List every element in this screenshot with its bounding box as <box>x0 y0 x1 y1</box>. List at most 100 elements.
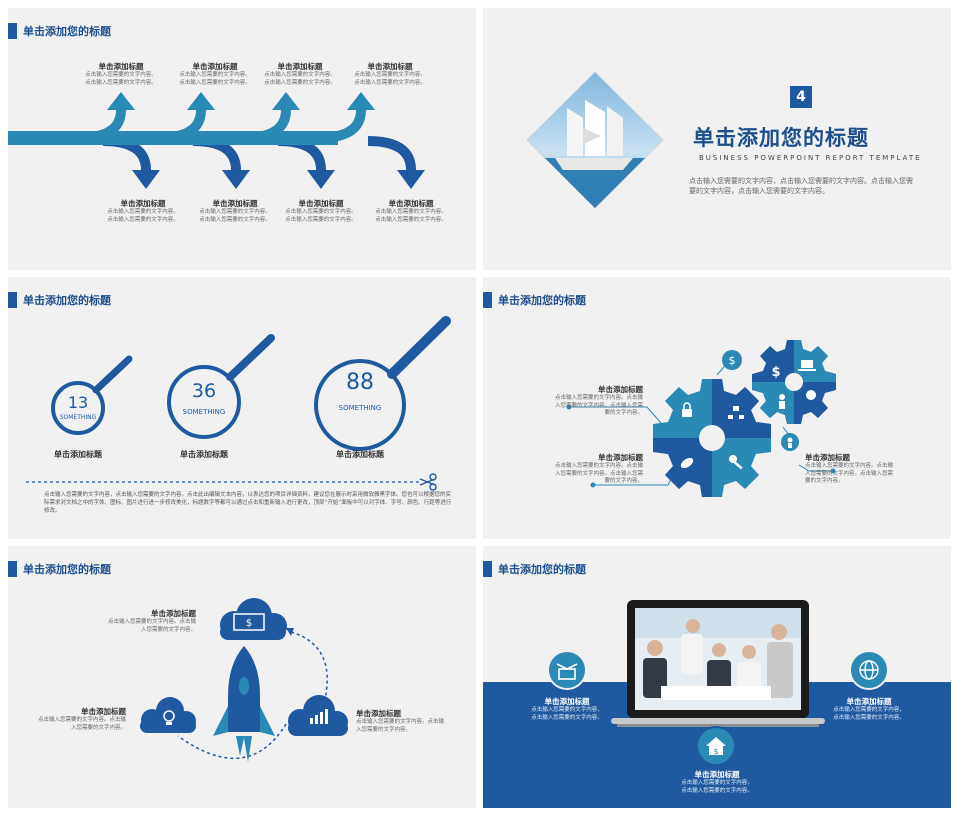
section-number: 4 <box>790 86 812 108</box>
arrow-flow-graphic <box>8 92 425 189</box>
person-body <box>779 401 785 409</box>
globe-glyph <box>859 660 879 680</box>
box-glyph <box>556 663 578 680</box>
magnifier-graphic <box>26 316 451 491</box>
laptop-team-photo <box>611 600 825 727</box>
org-chart-icon <box>733 406 739 411</box>
slide-laptop[interactable]: 单击添加您的标题 $ 单击添加标题点击输入您需要的文字内容，点击输入您需要 <box>483 546 951 808</box>
slide-header: 单击添加您的标题 <box>8 22 111 39</box>
top-item-4: 单击添加标题点击输入您需要的文字内容。点击输入您需要的文字内容。 <box>354 62 426 86</box>
house-dollar-glyph: $ <box>713 747 718 756</box>
slide-title: 单击添加您的标题 <box>23 24 111 38</box>
box-icon <box>547 650 587 690</box>
dollar-icon <box>722 350 742 370</box>
slide-title: 单击添加您的标题 <box>23 293 111 307</box>
dashed-cycle <box>177 631 328 759</box>
person-icon <box>779 394 785 400</box>
slide-magnifiers[interactable]: 单击添加您的标题 13 SOMETHING 36 SOMETHING 88 SO… <box>8 277 476 539</box>
bottom-item-1: 单击添加标题点击输入您需要的文字内容。点击输入您需要的文字内容。 <box>107 199 179 223</box>
slide-title: 单击添加您的标题 <box>498 293 586 307</box>
down-arrowheads <box>132 170 425 189</box>
up-arrowheads <box>107 92 375 110</box>
big-gear <box>653 379 771 497</box>
cover-title: 单击添加您的标题 <box>693 126 869 150</box>
cover-description: 点击输入您需要的文字内容，点击输入您需要的文字内容。点击输入您需要的文字内容，点… <box>689 177 913 195</box>
banknote-icon <box>233 613 265 631</box>
lock-shackle <box>683 402 691 409</box>
stat-label: SOMETHING <box>338 404 382 412</box>
slide-gears[interactable]: 单击添加您的标题 $ <box>483 277 951 539</box>
header-bar <box>483 291 492 308</box>
laptop-item-2: 单击添加标题点击输入您需要的文字内容，点击输入您需要的文字内容。 <box>833 697 905 721</box>
bar-chart-icon <box>310 709 328 724</box>
magnifier-3-title: 单击添加标题 <box>336 450 384 459</box>
scissors-icon <box>419 473 437 491</box>
bottom-item-3: 单击添加标题点击输入您需要的文字内容。点击输入您需要的文字内容。 <box>285 199 357 223</box>
slide-header: 单击添加您的标题 <box>483 291 586 308</box>
down-arrows <box>102 136 416 171</box>
leaf-icon <box>680 457 694 469</box>
stat-label: SOMETHING <box>59 414 97 421</box>
banknote-glyph: $ <box>246 618 252 629</box>
lock-icon <box>682 409 692 417</box>
bottom-item-2: 单击添加标题点击输入您需要的文字内容。点击输入您需要的文字内容。 <box>199 199 271 223</box>
ship-photo <box>526 71 664 209</box>
slide-cover[interactable]: 4 单击添加您的标题 BUSINESS POWERPOINT REPORT TE… <box>483 8 951 270</box>
slide-header: 单击添加您的标题 <box>8 560 111 577</box>
cycle-arrowhead <box>286 628 294 636</box>
slide-rocket[interactable]: 单击添加您的标题 $ 单击添加标题点击输入您需要的文字内容。点击输入您需 <box>8 546 476 808</box>
rocket-item-3: 单击添加标题点击输入您需要的文字内容。点击输入您需要的文字内容。 <box>356 709 445 733</box>
stat-value: 88 <box>346 370 374 395</box>
dollar-glyph: $ <box>729 354 736 367</box>
lightbulb-icon <box>163 710 175 722</box>
cover-subtitle: BUSINESS POWERPOINT REPORT TEMPLATE <box>699 154 922 162</box>
laptop-icon <box>801 360 813 368</box>
laptop-item-1: 单击添加标题点击输入您需要的文字内容，点击输入您需要的文字内容。 <box>531 697 603 721</box>
house-glyph <box>706 737 726 755</box>
top-item-3: 单击添加标题点击输入您需要的文字内容。点击输入您需要的文字内容。 <box>264 62 336 86</box>
stat-value: 13 <box>67 393 89 412</box>
lightbulb-base <box>166 722 172 725</box>
header-bar <box>8 560 17 577</box>
gear-item-1: 单击添加标题点击输入您需要的文字内容。点击输入您需要的文字内容。点击输入您需要的… <box>554 385 643 416</box>
gear-dollar-glyph: $ <box>771 365 780 380</box>
header-bar <box>8 291 17 308</box>
header-bar <box>483 560 492 577</box>
slide-header: 单击添加您的标题 <box>483 560 586 577</box>
small-gear <box>752 340 836 424</box>
rocket-graphic: $ <box>140 598 348 762</box>
lightbulb-cloud-icon <box>140 697 196 733</box>
stat-label: SOMETHING <box>182 408 226 416</box>
rocket-item-2: 单击添加标题点击输入您需要的文字内容。点击输入您需要的文字内容。 <box>37 707 126 731</box>
org-node-right <box>739 415 744 419</box>
up-arrows <box>77 109 366 143</box>
money-cloud-icon <box>220 598 287 640</box>
bottom-item-4: 单击添加标题点击输入您需要的文字内容。点击输入您需要的文字内容。 <box>375 199 447 223</box>
gear-icons: $ <box>680 360 816 470</box>
gear-item-3: 单击添加标题点击输入您需要的文字内容。点击输入您需要的文字内容。点击输入您需要的… <box>805 453 894 484</box>
slide-title: 单击添加您的标题 <box>498 562 586 576</box>
rocket-icon <box>213 646 275 762</box>
laptop-base <box>798 369 816 371</box>
badge-person-head <box>787 437 793 443</box>
gear-graphic: $ $ <box>566 340 836 497</box>
body-paragraph: 点击输入您需要的文字内容，点击输入您需要的文字内容。点击此出编辑文本内容，以表达… <box>44 492 452 514</box>
slide-arrows[interactable]: 单击添加您的标题 单击添加标题点击输入您需要的文字内容。点击输入您需要 <box>8 8 476 270</box>
key-shaft <box>733 461 743 470</box>
magnifier-rings <box>51 359 406 451</box>
magnifier-1-title: 单击添加标题 <box>54 450 102 459</box>
magnifier-handles <box>92 316 451 394</box>
laptop-graphic: $ <box>483 600 951 808</box>
stat-value: 36 <box>191 380 217 402</box>
gear-item-2: 单击添加标题点击输入您需要的文字内容。点击输入您需要的文字内容。点击输入您需要的… <box>554 453 643 484</box>
slide-header: 单击添加您的标题 <box>8 291 111 308</box>
badge-person-body <box>788 443 792 448</box>
top-item-2: 单击添加标题点击输入您需要的文字内容。点击输入您需要的文字内容。 <box>179 62 251 86</box>
top-item-1: 单击添加标题点击输入您需要的文字内容。点击输入您需要的文字内容。 <box>85 62 157 86</box>
slide-title: 单击添加您的标题 <box>23 562 111 576</box>
header-bar <box>8 22 17 39</box>
rocket-item-1: 单击添加标题点击输入您需要的文字内容。点击输入您需要的文字内容。 <box>107 609 196 633</box>
gears-icon <box>806 390 816 400</box>
magnifier-2-title: 单击添加标题 <box>180 450 228 459</box>
laptop-item-3: 单击添加标题点击输入您需要的文字内容，点击输入您需要的文字内容。 <box>681 770 753 794</box>
